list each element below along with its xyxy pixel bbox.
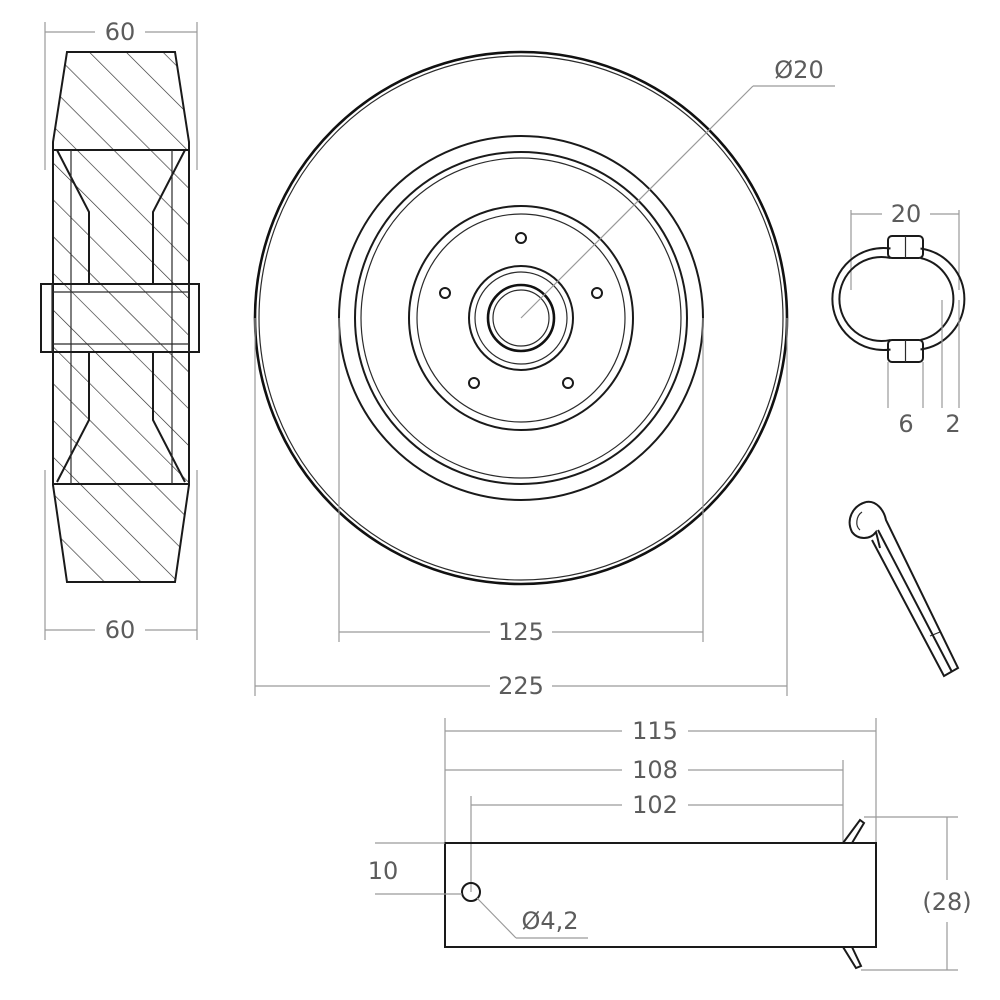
- axle-pin-view: 115 108 102 10: [368, 717, 972, 971]
- cotter-pin-head: [848, 501, 881, 549]
- wheel-front-view: Ø20 125 225: [253, 50, 835, 700]
- side-axle-bushing: [40, 283, 200, 353]
- cotter-pin-shank: [865, 500, 960, 678]
- side-width-top-label: 60: [105, 18, 136, 46]
- rim-diameter-label: 125: [498, 618, 544, 646]
- axle-hole-distance-label: 102: [632, 791, 678, 819]
- axle-hole-offset-label: 10: [368, 857, 399, 885]
- hub-flange-circle: [408, 205, 634, 431]
- bolt-hole: [468, 377, 480, 389]
- dim-bushing-width: 20: [850, 200, 960, 290]
- bore-circle: [486, 283, 556, 353]
- axle-clip-top: [842, 818, 866, 844]
- wheel-diameter-label: 225: [498, 672, 544, 700]
- dim-axle-hole-offset: 10: [368, 842, 462, 895]
- axle-hole-diameter-label: Ø4,2: [521, 907, 578, 935]
- wheel-side-section: 60 60: [40, 18, 200, 644]
- dim-side-width-top: 60: [44, 18, 198, 170]
- dim-side-width-bottom: 60: [44, 470, 198, 644]
- side-tyre-outline: [52, 51, 190, 583]
- dim-bushing-wall: 2: [941, 300, 961, 438]
- axle-diameter-ref-label: (28): [922, 888, 971, 916]
- dim-axle-hole-diameter: Ø4,2: [476, 897, 588, 939]
- bore-diameter-label: Ø20: [774, 56, 823, 84]
- bolt-holes: [439, 232, 603, 389]
- axle-body: [444, 842, 877, 948]
- side-section-profile: [53, 52, 189, 582]
- bolt-hole: [591, 287, 603, 299]
- bolt-hole: [562, 377, 574, 389]
- dim-rim-diameter: 125: [338, 318, 704, 646]
- axle-inner-length-label: 108: [632, 756, 678, 784]
- axle-clip-bottom: [842, 946, 863, 970]
- dim-axle-inner-length: 108: [445, 756, 844, 843]
- side-width-bottom-label: 60: [105, 616, 136, 644]
- bolt-hole: [515, 232, 527, 244]
- bushing-wall-label: 2: [945, 410, 960, 438]
- cotter-pin: [848, 500, 960, 678]
- dim-bushing-slot: 6: [887, 362, 924, 438]
- bushing-split-ring: [831, 247, 891, 351]
- dim-wheel-diameter: 225: [254, 318, 788, 700]
- dim-bore-diameter: Ø20: [520, 56, 835, 319]
- hub-boss-circle: [468, 265, 574, 371]
- dim-axle-diameter-ref: (28): [861, 816, 972, 971]
- dim-axle-hole-distance: 102: [470, 791, 843, 892]
- dim-axle-total-length: 115: [444, 717, 877, 843]
- bushing-view: 20 6 2: [831, 200, 966, 438]
- axle-cross-hole: [461, 882, 481, 902]
- bushing-slot-label: 6: [898, 410, 913, 438]
- bushing-width-label: 20: [891, 200, 922, 228]
- bolt-hole: [439, 287, 451, 299]
- axle-total-length-label: 115: [632, 717, 678, 745]
